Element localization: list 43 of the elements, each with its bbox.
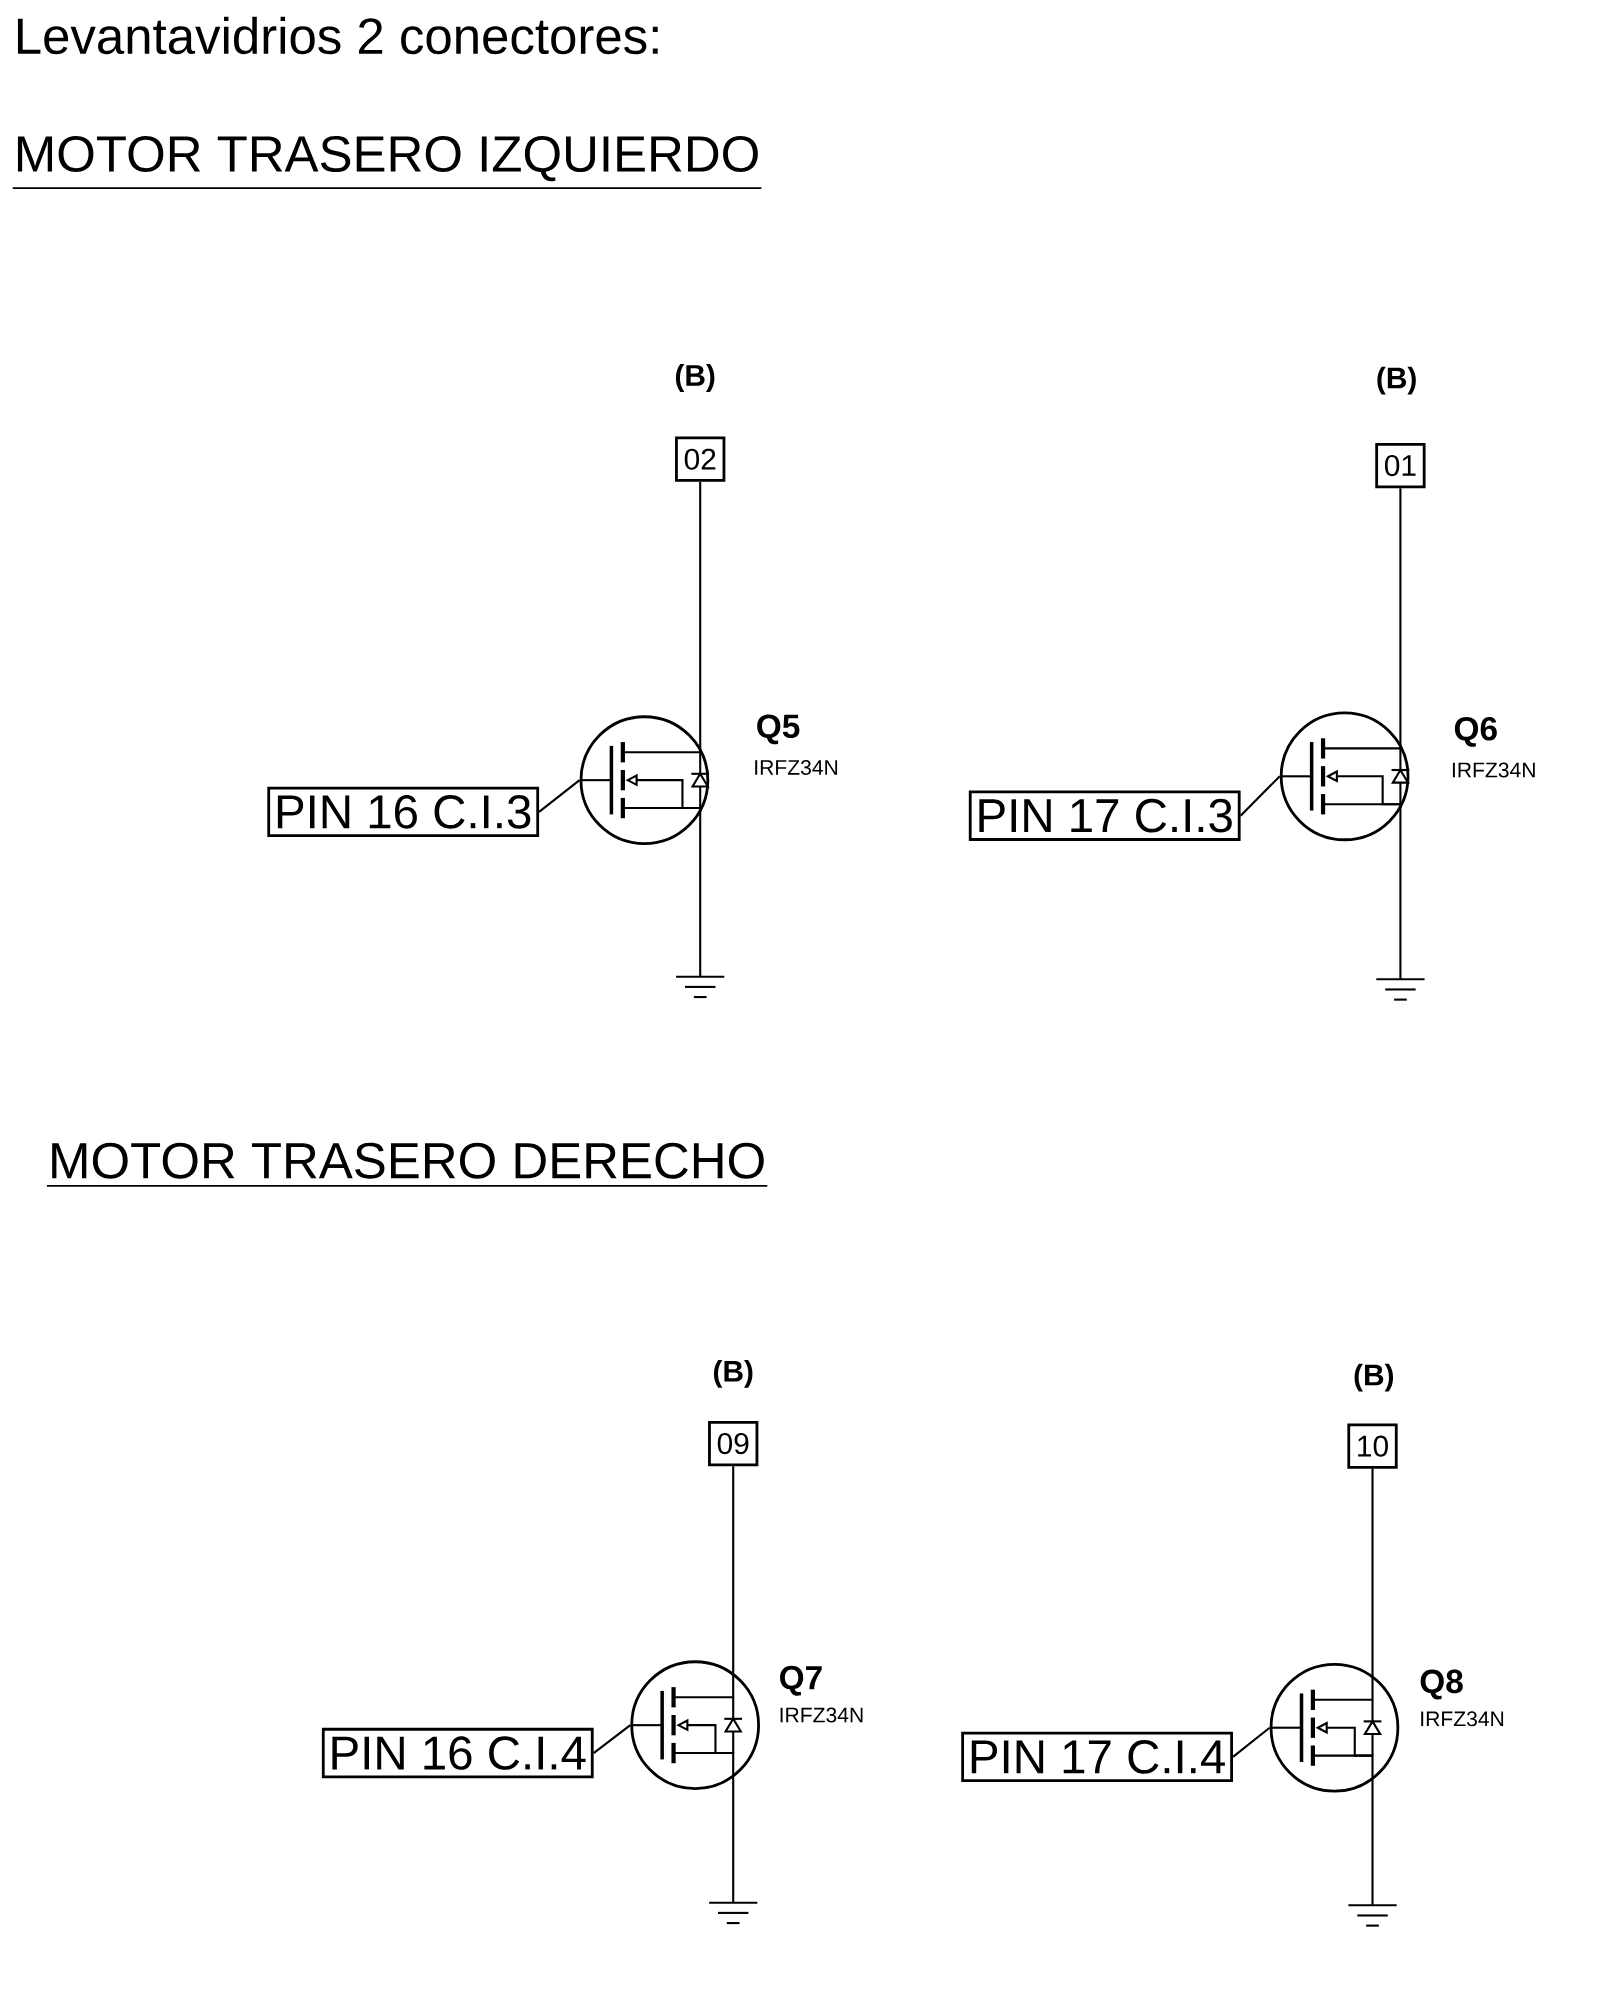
part-number: IRFZ34N: [755, 760, 838, 775]
mosfet-symbol: [1279, 711, 1410, 842]
connector-box: 01: [1375, 442, 1426, 489]
connector-box: 02: [675, 436, 726, 482]
pin-box: PIN 17 C.I.3: [968, 790, 1241, 841]
wire: [538, 779, 581, 813]
part-number: IRFZ34N: [1452, 762, 1535, 778]
wire: [1399, 806, 1402, 980]
part-number: IRFZ34N: [780, 1707, 863, 1723]
wire: [732, 1466, 735, 1675]
ground-symbol: [709, 1901, 758, 1925]
pin-box: PIN 17 C.I.4: [961, 1731, 1233, 1783]
wire: [699, 810, 702, 977]
mosfet-symbol: [1269, 1662, 1400, 1793]
ground-symbol: [676, 975, 725, 999]
ground-symbol: [1348, 1904, 1397, 1927]
wire: [1399, 488, 1402, 747]
connector-box: 09: [708, 1420, 759, 1467]
wire: [1371, 1778, 1374, 1906]
pin-box: PIN 16 C.I.3: [267, 786, 540, 838]
title: Levantavidrios 2 conectores:: [17, 16, 658, 55]
connector-label: (B): [1354, 1363, 1394, 1392]
component-label: Q5: [757, 714, 800, 745]
connector-box: 10: [1347, 1423, 1398, 1469]
connector-label: (B): [713, 1359, 753, 1388]
connector-label: (B): [1377, 366, 1416, 395]
wire: [699, 481, 702, 750]
section-heading: MOTOR TRASERO IZQUIERDO: [11, 135, 763, 190]
section-heading: MOTOR TRASERO DERECHO: [46, 1142, 769, 1187]
component-label: Q8: [1420, 1669, 1463, 1700]
ground-symbol: [1376, 978, 1425, 1001]
connector-label: (B): [675, 364, 715, 392]
component-label: Q6: [1454, 716, 1497, 747]
part-number: IRFZ34N: [1421, 1711, 1504, 1727]
wire: [1232, 1726, 1271, 1758]
mosfet-symbol: [579, 715, 710, 845]
wire: [732, 1775, 735, 1903]
component-label: Q7: [780, 1665, 822, 1696]
pin-box: PIN 16 C.I.4: [321, 1727, 594, 1779]
wire: [1371, 1468, 1374, 1677]
wire: [593, 1724, 631, 1754]
wire: [1239, 775, 1281, 817]
mosfet-symbol: [630, 1660, 760, 1790]
